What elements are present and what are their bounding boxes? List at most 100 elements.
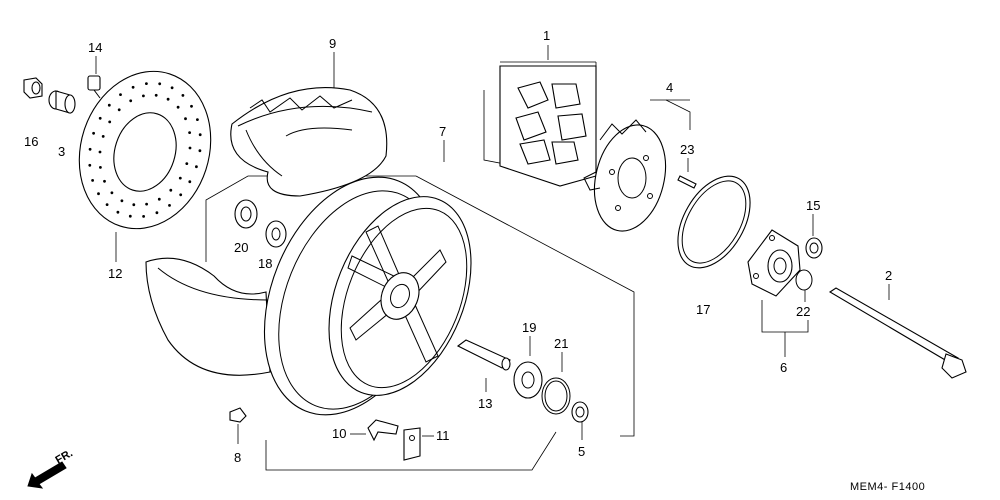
rear-axle	[828, 287, 967, 379]
disc-hole	[119, 93, 122, 96]
disc-hole	[168, 204, 171, 207]
damper-rubbers	[499, 65, 597, 187]
disc-hole	[176, 105, 180, 109]
disc-hole	[108, 120, 112, 124]
valve-stem	[367, 419, 399, 442]
disc-hole	[105, 203, 109, 207]
disc-hole	[198, 133, 202, 137]
leader-lines	[95, 45, 890, 471]
flange-collar	[747, 229, 801, 297]
valve-nut	[229, 407, 247, 423]
disc-hole	[181, 94, 185, 97]
disc-hole	[169, 188, 173, 192]
collar	[48, 90, 76, 114]
disc-hole	[92, 131, 95, 135]
front-direction-label: FR.	[54, 447, 75, 466]
disc-hole	[98, 150, 102, 154]
disc-hole	[98, 116, 102, 120]
bearing	[513, 361, 543, 399]
disc-hole	[184, 117, 187, 121]
disc-hole	[190, 104, 193, 108]
brake-disc	[78, 70, 212, 230]
disc-hole	[178, 176, 182, 180]
disc-hole	[185, 162, 189, 166]
disc-hole	[188, 131, 192, 135]
disc-hole	[188, 146, 192, 150]
callout-17: 17	[696, 302, 710, 317]
disc-hole	[158, 82, 162, 86]
callout-8: 8	[234, 450, 241, 465]
stud-bolt	[677, 175, 697, 189]
disc-hole	[198, 149, 202, 153]
disc-hole	[129, 99, 133, 103]
front-direction-arrow	[27, 461, 67, 489]
callout-7: 7	[439, 124, 446, 139]
disc-hole	[131, 85, 135, 89]
disc-hole	[117, 108, 121, 112]
callout-labels: 1 2 3 4 5 6 7 8 9 10 11 12 13 14 15 16 1…	[24, 28, 892, 465]
callout-14: 14	[88, 40, 102, 55]
oil-seal	[805, 237, 823, 259]
disc-hole	[128, 214, 132, 218]
disc-hole	[155, 211, 159, 215]
driven-flange	[583, 119, 667, 232]
disc-hole	[196, 118, 199, 121]
axle-nut	[23, 77, 43, 99]
disc-hole	[195, 165, 198, 169]
callout-15: 15	[806, 198, 820, 213]
callout-4: 4	[666, 80, 673, 95]
disc-hole	[166, 97, 170, 101]
callout-2: 2	[885, 268, 892, 283]
disc-hole	[110, 191, 114, 195]
wheel-rim	[263, 176, 472, 416]
callout-19: 19	[522, 320, 536, 335]
disc-hole	[188, 180, 192, 184]
disc-hole	[142, 94, 145, 98]
callout-13: 13	[478, 396, 492, 411]
disc-holes	[88, 82, 202, 218]
callout-23: 23	[680, 142, 694, 157]
disc-bolt	[87, 75, 101, 99]
o-ring	[541, 377, 571, 415]
tire-section	[145, 257, 271, 376]
callout-18: 18	[258, 256, 272, 271]
callout-3: 3	[58, 144, 65, 159]
disc-hole	[120, 199, 124, 203]
disc-hole	[101, 135, 105, 138]
tire	[230, 87, 388, 197]
callout-6: 6	[780, 360, 787, 375]
callout-1: 1	[543, 28, 550, 43]
disc-hole	[88, 163, 92, 167]
disc-hole	[88, 147, 92, 151]
callout-12: 12	[108, 266, 122, 281]
callout-11: 11	[436, 428, 450, 443]
distance-collar	[571, 401, 589, 423]
disc-hole	[97, 192, 100, 196]
o-ring	[677, 175, 751, 269]
callout-22: 22	[796, 304, 810, 319]
wheel-spokes	[347, 225, 447, 363]
disc-hole	[116, 210, 120, 214]
disc-hole	[103, 179, 106, 183]
callout-5: 5	[578, 444, 585, 459]
disc-hole	[99, 166, 102, 169]
disc-hole	[142, 215, 146, 218]
disc-hole	[145, 202, 149, 206]
disc-hole	[170, 86, 174, 90]
wheel-hub	[380, 272, 420, 320]
disc-hole	[107, 103, 111, 107]
callout-9: 9	[329, 36, 336, 51]
callout-21: 21	[554, 336, 568, 351]
bearing	[234, 199, 258, 229]
diagram-code: MEM4- F1400	[850, 481, 925, 493]
disc-hole	[179, 193, 183, 197]
callout-16: 16	[24, 134, 38, 149]
bearing	[265, 220, 287, 248]
disc-hole	[91, 179, 94, 182]
callout-10: 10	[332, 426, 346, 441]
side-collar	[456, 339, 511, 371]
callout-20: 20	[234, 240, 248, 255]
disc-hole	[132, 203, 136, 207]
snap-ring	[795, 269, 813, 291]
